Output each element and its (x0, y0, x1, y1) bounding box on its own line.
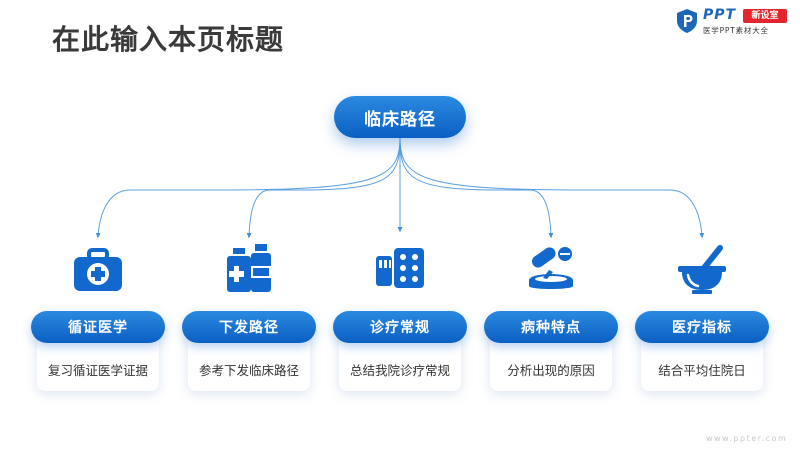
page-title: 在此输入本页标题 (52, 23, 285, 56)
connector-line-5 (399, 137, 705, 239)
node-card-1: 复习循证医学证据 (37, 336, 159, 391)
logo-badge: 新设室 (743, 9, 787, 23)
node-desc-4: 分析出现的原因 (507, 363, 595, 378)
medical-kit-icon (74, 248, 122, 291)
medicine-bottles-icon (227, 244, 271, 292)
pill-blister-icon (376, 248, 424, 288)
node-desc-5: 结合平均住院日 (658, 363, 746, 378)
connector-line-1 (95, 137, 401, 239)
node-label-4: 病种特点 (484, 311, 618, 343)
node-label-1: 循证医学 (31, 311, 165, 343)
node-card-5: 结合平均住院日 (641, 336, 763, 391)
logo-ppt-text: PPT (703, 7, 737, 23)
mortar-pestle-icon (678, 245, 726, 294)
node-label-3: 诊疗常规 (333, 311, 467, 343)
node-card-4: 分析出现的原因 (490, 336, 612, 391)
watermark: www.ppter.com (706, 434, 788, 443)
node-card-3: 总结我院诊疗常规 (339, 336, 461, 391)
shield-icon (677, 9, 697, 33)
node-label-5: 医疗指标 (635, 311, 769, 343)
connector-line-4 (399, 137, 554, 239)
node-desc-2: 参考下发临床路径 (198, 363, 299, 378)
node-desc-3: 总结我院诊疗常规 (349, 363, 450, 378)
capsule-dish-icon (529, 247, 573, 289)
logo-subtitle: 医学PPT素材大全 (703, 26, 769, 35)
node-desc-1: 复习循证医学证据 (47, 363, 148, 378)
node-label-2: 下发路径 (182, 311, 316, 343)
brand-logo: PPT 新设室 医学PPT素材大全 (676, 6, 792, 36)
root-node: 临床路径 (334, 96, 466, 138)
node-card-2: 参考下发临床路径 (188, 336, 310, 391)
connector-line-2 (246, 137, 401, 239)
